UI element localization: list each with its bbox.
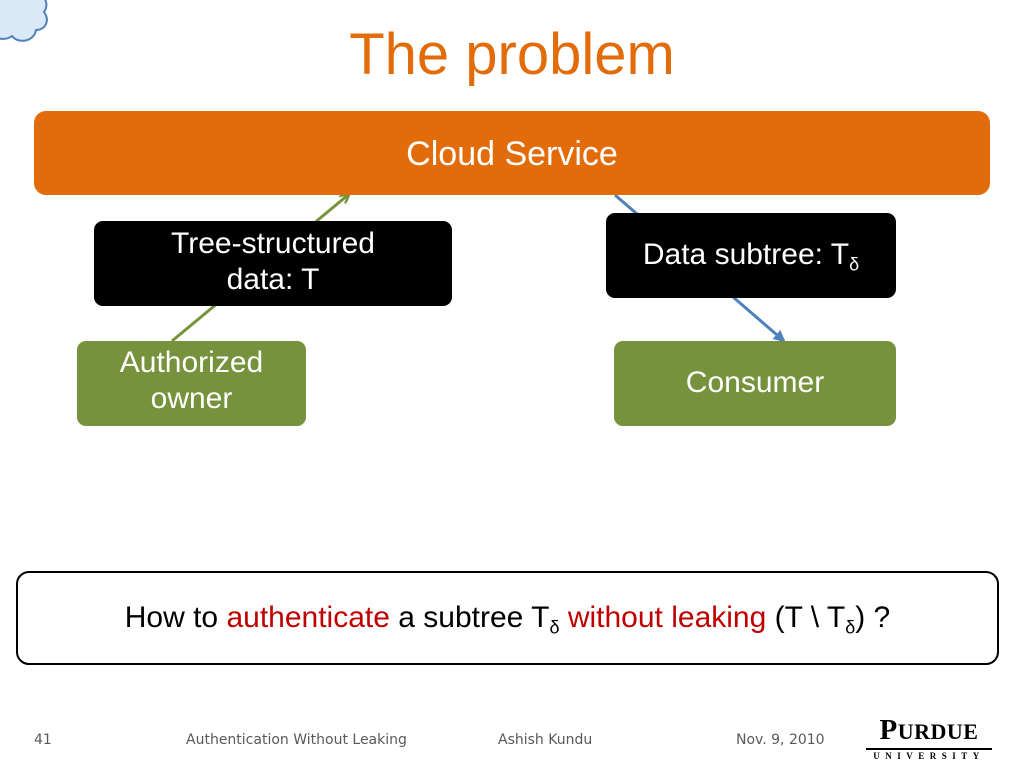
cloud-service-label: Cloud Service — [406, 135, 618, 173]
owner-line2: owner — [150, 382, 233, 415]
question-highlight-without-leaking: without leaking — [559, 601, 767, 634]
authorized-owner-box: Authorized owner — [77, 341, 306, 426]
slide-title: The problem — [349, 22, 675, 87]
question-part4: ) ? — [855, 601, 891, 634]
question-part3: (T \ T — [766, 601, 846, 634]
logo-subtitle: UNIVERSITY — [873, 751, 985, 761]
owner-line1: Authorized — [119, 346, 264, 379]
data-subtree-label: Data subtree: T — [642, 238, 850, 271]
tree-data-box: Tree-structured data: T — [94, 221, 452, 306]
consumer-label: Consumer — [685, 366, 825, 399]
footer-author: Ashish Kundu — [498, 732, 593, 748]
question-part1: How to — [124, 601, 227, 634]
footer-date: Nov. 9, 2010 — [736, 732, 825, 748]
question-delta-subscript-1: δ — [549, 617, 560, 638]
cloud-icon — [0, 0, 48, 42]
question-callout: How to authenticate a subtree Tδ without… — [16, 571, 999, 665]
page-number: 41 — [34, 732, 52, 748]
question-part2: a subtree T — [389, 601, 550, 634]
cloud-service-box: Cloud Service — [34, 111, 990, 195]
question-delta-subscript-2: δ — [845, 617, 856, 638]
logo-rule — [866, 748, 992, 750]
delta-subscript: δ — [849, 254, 860, 275]
data-subtree-box: Data subtree: Tδ — [606, 213, 896, 298]
consumer-box: Consumer — [614, 341, 896, 426]
footer-talk-title: Authentication Without Leaking — [186, 732, 407, 748]
tree-data-line1: Tree-structured — [171, 227, 375, 260]
question-highlight-authenticate: authenticate — [226, 601, 390, 634]
tree-data-line2: data: T — [226, 263, 320, 296]
logo-wordmark: PURDUE — [879, 714, 979, 746]
purdue-logo: PURDUE UNIVERSITY — [866, 714, 992, 761]
